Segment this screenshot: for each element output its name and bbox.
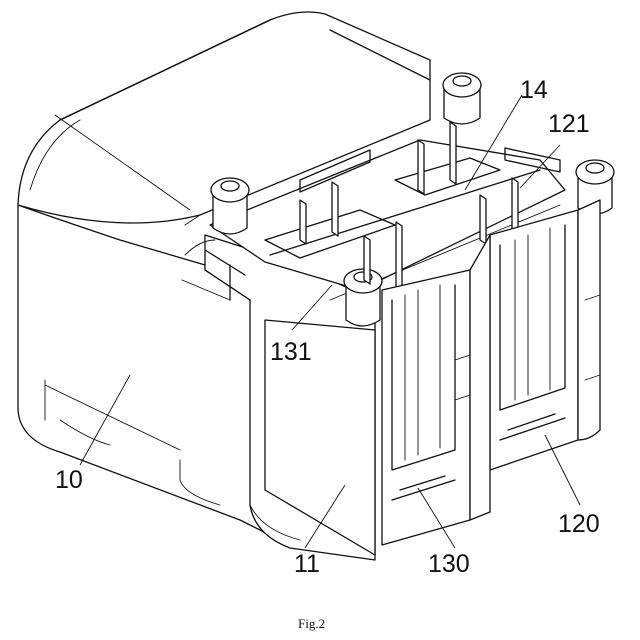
ref-120: 120 — [558, 512, 600, 537]
ref-130: 130 — [428, 552, 470, 577]
ref-10: 10 — [55, 468, 83, 493]
mounting-post-front-left — [344, 269, 382, 326]
port-lower-left — [382, 270, 470, 545]
ref-121: 121 — [548, 112, 590, 137]
ref-131: 131 — [270, 340, 312, 365]
mounting-post-rear-left — [211, 178, 249, 234]
mounting-post-rear-right — [443, 73, 481, 124]
port-upper-right — [490, 210, 578, 470]
ref-14: 14 — [520, 78, 548, 103]
figure-caption: Fig.2 — [298, 617, 325, 630]
ref-11: 11 — [294, 552, 320, 577]
